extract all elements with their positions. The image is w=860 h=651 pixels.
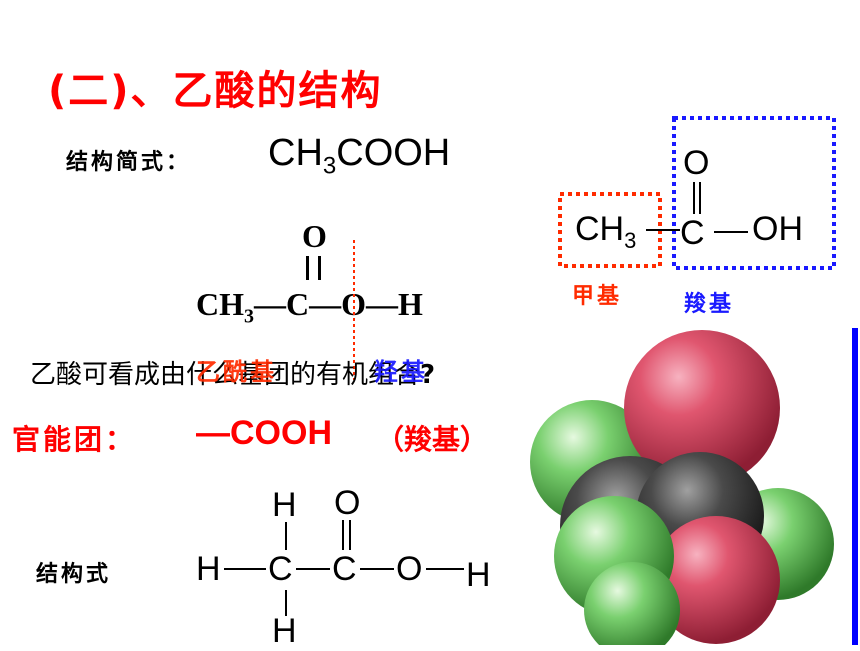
structural-h-bottom: H bbox=[272, 612, 297, 650]
right-sub: 3 bbox=[624, 227, 637, 253]
middle-formula-chain: CH3—C—O—H bbox=[196, 286, 423, 328]
formula-cooh: COOH bbox=[336, 132, 451, 174]
functional-group-label: 官能团： bbox=[12, 423, 137, 456]
functional-group-name: （羧基） bbox=[376, 423, 489, 456]
side-accent-bar bbox=[852, 328, 858, 645]
right-c: C bbox=[680, 214, 705, 252]
structural-c1: C bbox=[268, 550, 293, 588]
question-mark: ? bbox=[420, 360, 436, 390]
middle-double-bond-right bbox=[318, 256, 321, 280]
page-title: (二)、乙酸的结构 bbox=[48, 68, 383, 114]
middle-o-top: O bbox=[302, 218, 327, 254]
middle-divider-line bbox=[353, 240, 355, 380]
middle-double-bond-left bbox=[306, 256, 309, 280]
question-text: 乙酸可看成由什么基团的有机组合? bbox=[30, 354, 435, 391]
simplified-formula-label: 结构简式： bbox=[66, 150, 192, 175]
right-o-top: O bbox=[683, 144, 710, 182]
right-ch: CH bbox=[575, 210, 625, 248]
formula-sub: 3 bbox=[322, 152, 337, 180]
atom-h-bottom bbox=[584, 562, 680, 645]
middle-ch: CH bbox=[196, 286, 244, 322]
structural-o: O bbox=[396, 550, 423, 588]
functional-group-formula: —COOH bbox=[196, 414, 332, 452]
structural-o-top: O bbox=[334, 484, 361, 522]
acetic-acid-3d-model bbox=[530, 330, 834, 645]
right-formula-boxes bbox=[558, 116, 836, 270]
structural-bonds bbox=[224, 520, 464, 616]
carboxyl-label: 羧基 bbox=[684, 292, 735, 317]
right-oh: OH bbox=[752, 210, 803, 248]
hydroxyl-label: 羟基 bbox=[374, 358, 428, 386]
simplified-formula: CH3COOH bbox=[268, 132, 450, 181]
middle-h: —H bbox=[366, 286, 423, 322]
structural-h-right: H bbox=[466, 556, 491, 594]
formula-ch: CH bbox=[268, 132, 323, 174]
middle-sub: 3 bbox=[244, 305, 254, 328]
structural-c2: C bbox=[332, 550, 357, 588]
middle-c: —C bbox=[254, 286, 310, 322]
structural-h-top: H bbox=[272, 486, 297, 524]
atom-o-hydroxyl bbox=[652, 516, 780, 644]
right-methyl: CH3 bbox=[575, 210, 636, 254]
middle-o: —O bbox=[309, 286, 366, 322]
structural-h-left: H bbox=[196, 550, 221, 588]
question-body: 乙酸可看成由什么基团的有机组合 bbox=[30, 360, 421, 390]
carboxyl-box bbox=[672, 116, 836, 270]
atom-o-top bbox=[624, 330, 780, 486]
structural-formula-label: 结构式 bbox=[36, 562, 112, 587]
acetyl-label: 乙酰基 bbox=[196, 358, 277, 386]
methyl-label: 甲基 bbox=[572, 284, 623, 309]
